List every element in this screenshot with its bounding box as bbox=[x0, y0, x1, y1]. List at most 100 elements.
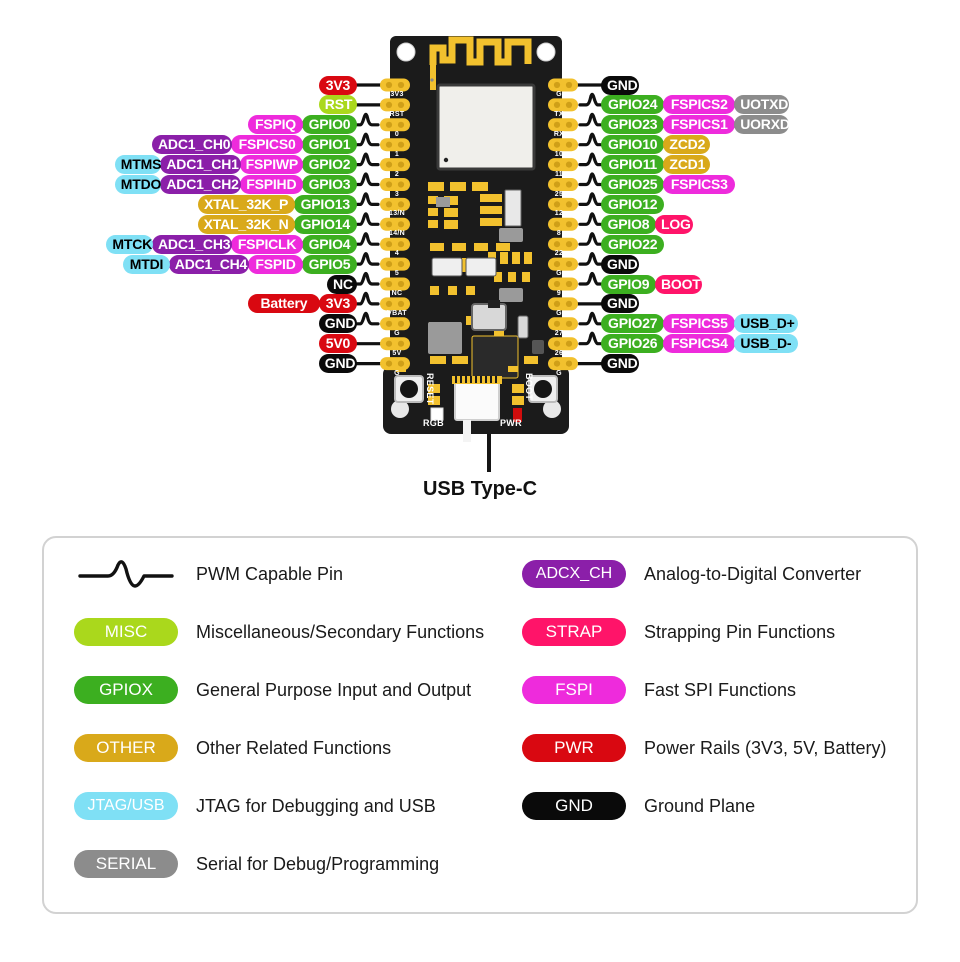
pin-label-gnd: GND bbox=[601, 254, 640, 274]
pwm-wave-icon bbox=[578, 152, 603, 167]
pwm-wave-icon bbox=[355, 311, 380, 326]
silkscreen-right-9: G bbox=[556, 270, 562, 278]
silkscreen-right-2: RX bbox=[553, 130, 565, 138]
pin-label-gpio1: GPIO1 bbox=[302, 135, 357, 155]
pwm-wave-icon bbox=[578, 232, 603, 246]
pin-label-fspics3: FSPICS3 bbox=[663, 175, 736, 194]
legend-item-left-0-text: PWM Capable Pin bbox=[196, 563, 344, 584]
silkscreen-right-13: 26 bbox=[554, 349, 564, 357]
legend-item-left-5: SERIAL Serial for Debug/Programming bbox=[74, 850, 439, 878]
silkscreen-pwr: PWR bbox=[500, 418, 522, 428]
silkscreen-right-7: 8 bbox=[556, 230, 562, 238]
silkscreen-left-14: G bbox=[394, 369, 400, 377]
silkscreen-right-14: G bbox=[556, 369, 562, 377]
pin-label-usb-d-: USB_D+ bbox=[734, 314, 798, 334]
legend-item-left-1-text: Miscellaneous/Secondary Functions bbox=[196, 621, 485, 642]
pin-label-gpio25: GPIO25 bbox=[601, 175, 665, 194]
silkscreen-rgb: RGB bbox=[423, 418, 444, 428]
pwm-wave-icon bbox=[578, 251, 603, 266]
legend-item-right-1-text: Strapping Pin Functions bbox=[644, 621, 836, 642]
pin-label-fspiq: FSPIQ bbox=[248, 115, 303, 135]
silkscreen-left-6: 13/N bbox=[389, 210, 405, 218]
silkscreen-left-11: VBAT bbox=[387, 309, 407, 317]
silkscreen-left-9: 5 bbox=[394, 270, 400, 278]
pin-label-gpio8: GPIO8 bbox=[601, 214, 656, 234]
pin-label-3v3: 3V3 bbox=[318, 294, 357, 314]
silkscreen-left-2: 0 bbox=[394, 130, 400, 138]
pin-label-mtck: MTCK bbox=[106, 234, 153, 254]
pwm-wave-icon bbox=[355, 112, 380, 127]
legend-chip-serial: SERIAL bbox=[74, 850, 178, 878]
pin-label-5v0: 5V0 bbox=[318, 334, 357, 354]
pwm-wave-icon bbox=[578, 92, 603, 107]
pwm-wave-icon bbox=[355, 172, 380, 187]
pin-label-gpio12: GPIO12 bbox=[601, 194, 665, 214]
pwm-wave-icon bbox=[578, 271, 603, 286]
pwm-wave-icon bbox=[578, 192, 603, 207]
pin-label-fspihd: FSPIHD bbox=[239, 175, 303, 194]
legend-chip-pwr: PWR bbox=[522, 734, 626, 762]
pin-label-mtms: MTMS bbox=[114, 155, 161, 175]
pin-label-fspiwp: FSPIWP bbox=[239, 155, 303, 175]
pin-label-gpio27: GPIO27 bbox=[601, 314, 665, 334]
pin-label-gnd: GND bbox=[601, 75, 640, 95]
pin-label-3v3: 3V3 bbox=[318, 75, 357, 95]
pin-label-xtal-32k-p: XTAL_32K_P bbox=[197, 194, 295, 214]
pwm-wave-icon bbox=[578, 331, 603, 346]
pin-label-gpio9: GPIO9 bbox=[601, 274, 656, 294]
pin-label-gnd: GND bbox=[601, 294, 640, 314]
pin-label-xtal-32k-n: XTAL_32K_N bbox=[197, 214, 295, 234]
silkscreen-right-10: 9 bbox=[556, 290, 562, 297]
silkscreen-reset: RESET bbox=[425, 373, 435, 405]
legend-chip-fspi: FSPI bbox=[522, 676, 626, 704]
pwm-wave-icon bbox=[78, 560, 174, 588]
pwm-wave-icon bbox=[355, 132, 380, 147]
pin-label-fspics2: FSPICS2 bbox=[663, 95, 736, 115]
pwm-wave-icon bbox=[578, 212, 603, 226]
usb-type-c-caption: USB Type-C bbox=[422, 478, 538, 500]
pin-label-gpio2: GPIO2 bbox=[302, 155, 357, 175]
legend-item-right-0-text: Analog-to-Digital Converter bbox=[644, 563, 862, 584]
silkscreen-left-1: RST bbox=[389, 110, 405, 118]
legend-item-left-2-text: General Purpose Input and Output bbox=[196, 679, 472, 700]
legend-item-left-5-text: Serial for Debug/Programming bbox=[196, 853, 440, 874]
pin-label-gpio4: GPIO4 bbox=[302, 234, 357, 254]
pin-label-gpio0: GPIO0 bbox=[302, 115, 357, 135]
pin-label-adc1-ch4: ADC1_CH4 bbox=[168, 254, 249, 274]
silkscreen-left-10: NC bbox=[391, 290, 403, 297]
pwm-wave-icon bbox=[355, 152, 380, 167]
silkscreen-left-8: 4 bbox=[394, 250, 400, 258]
silkscreen-left-7: 14/N bbox=[389, 230, 405, 238]
pin-wires bbox=[355, 83, 603, 366]
pin-label-gpio23: GPIO23 bbox=[601, 115, 665, 135]
pin-label-fspics4: FSPICS4 bbox=[663, 334, 736, 354]
legend-item-left-4-text: JTAG for Debugging and USB bbox=[196, 795, 436, 816]
pin-label-gnd: GND bbox=[318, 354, 357, 374]
legend-item-right-4-text: Ground Plane bbox=[644, 795, 756, 816]
pin-label-uotxd: UOTXD bbox=[734, 95, 790, 115]
pwm-wave-icon bbox=[355, 232, 380, 246]
silkscreen-left-5: 3 bbox=[394, 190, 400, 198]
pwm-wave-icon bbox=[578, 311, 603, 326]
pin-label-battery: Battery bbox=[248, 294, 320, 314]
silkscreen-right-5: 25 bbox=[554, 190, 564, 198]
legend-item-left-3-text: Other Related Functions bbox=[196, 737, 392, 758]
legend-chip-other: OTHER bbox=[74, 734, 178, 762]
pwm-wave-icon bbox=[355, 192, 380, 207]
pin-label-fspics1: FSPICS1 bbox=[663, 115, 736, 135]
pin-pads bbox=[380, 78, 578, 371]
pin-label-gpio14: GPIO14 bbox=[293, 214, 357, 234]
pin-label-zcd2: ZCD2 bbox=[663, 135, 710, 155]
pin-label-fspid: FSPID bbox=[248, 254, 303, 274]
silkscreen-left-0: 3V3 bbox=[390, 91, 404, 98]
pin-label-zcd1: ZCD1 bbox=[663, 155, 710, 175]
legend-item-right-3-text: Power Rails (3V3, 5V, Battery) bbox=[644, 737, 887, 758]
pin-label-nc: NC bbox=[327, 274, 357, 294]
